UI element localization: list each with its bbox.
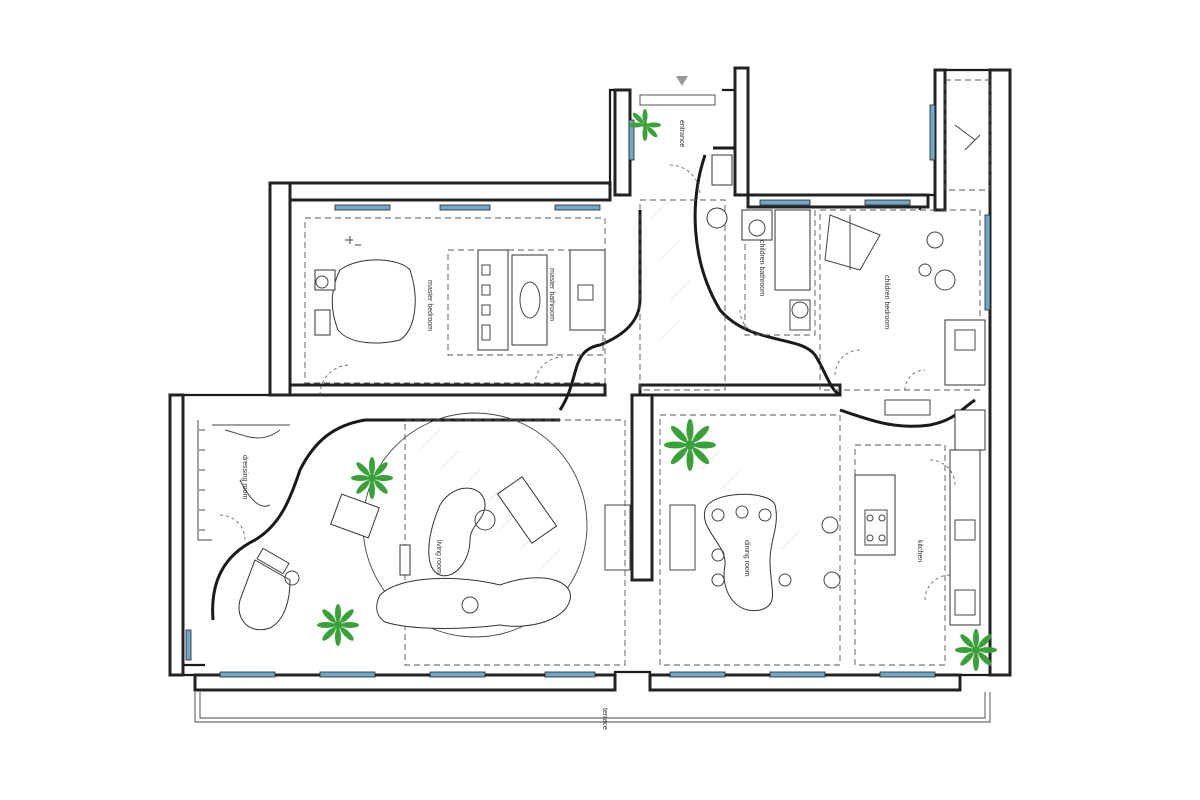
plants [317, 109, 997, 671]
children-bedroom-furniture [824, 124, 986, 416]
entrance-marker [639, 76, 716, 106]
plant-icon [629, 109, 661, 141]
label-dining-room: dining room [743, 540, 750, 577]
windows [185, 104, 991, 678]
dressing-room-fixtures [197, 420, 290, 541]
children-bathroom-fixtures [706, 154, 811, 331]
master-bedroom-furniture [314, 236, 416, 344]
terrace: terrace [194, 692, 991, 730]
plant-icon [955, 629, 997, 671]
plant-icon [351, 457, 393, 499]
room-labels: entrance master bedroom master bathroom … [241, 120, 923, 577]
label-entrance: entrance [678, 120, 685, 147]
dining-table [703, 493, 841, 612]
label-kitchen: kitchen [916, 540, 923, 562]
label-master-bedroom: master bedroom [426, 280, 433, 331]
label-children-bathroom: children bathroom [758, 240, 765, 296]
door-swings [219, 164, 956, 601]
label-living-room: living room [435, 540, 442, 574]
plant-icon [317, 604, 359, 646]
living-room-furniture [330, 412, 696, 638]
kitchen-fixtures [854, 409, 986, 626]
label-dressing-room: dressing room [241, 455, 248, 500]
terrace-label: terrace [601, 708, 608, 730]
master-bathroom-fixtures [477, 249, 606, 351]
wall-bands [168, 66, 1012, 692]
label-children-bedroom: children bedroom [883, 275, 890, 329]
exterior-walls [168, 66, 1012, 692]
plant-icon [664, 419, 716, 471]
piano [238, 547, 300, 631]
entrance-arrow-icon [676, 76, 688, 86]
label-master-bathroom: master bathroom [548, 268, 555, 321]
